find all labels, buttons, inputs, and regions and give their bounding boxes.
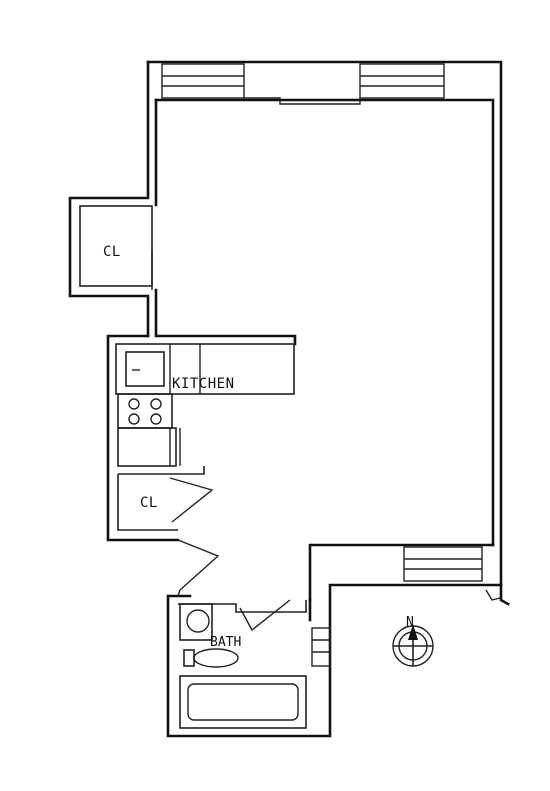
stove-icon	[117, 393, 173, 429]
entry-door	[177, 539, 220, 597]
closet-lower-label: CL	[140, 495, 158, 511]
sink-icon	[125, 351, 165, 387]
kitchen-label: KITCHEN	[172, 376, 235, 392]
window-top-left	[161, 63, 245, 99]
window-bottom-right	[403, 546, 483, 582]
north-compass-icon: N	[392, 615, 434, 667]
kitchen-area: KITCHEN	[115, 343, 295, 467]
compass-north-label: N	[406, 615, 414, 630]
closet-upper: CL	[79, 205, 153, 290]
refrigerator-icon	[117, 427, 177, 467]
closet-lower: CL	[117, 466, 214, 531]
bath-area: BATH	[178, 599, 307, 729]
bathtub-icon	[179, 675, 307, 729]
toilet-icon	[183, 649, 195, 667]
closet-upper-label: CL	[103, 244, 121, 260]
bath-label: BATH	[210, 635, 241, 650]
wall-detail	[485, 589, 501, 601]
window-top-right	[359, 63, 445, 99]
exterior-walls	[68, 60, 510, 738]
bath-window	[311, 627, 331, 667]
bath-sink-icon	[179, 603, 213, 641]
window-top-center	[244, 97, 361, 105]
